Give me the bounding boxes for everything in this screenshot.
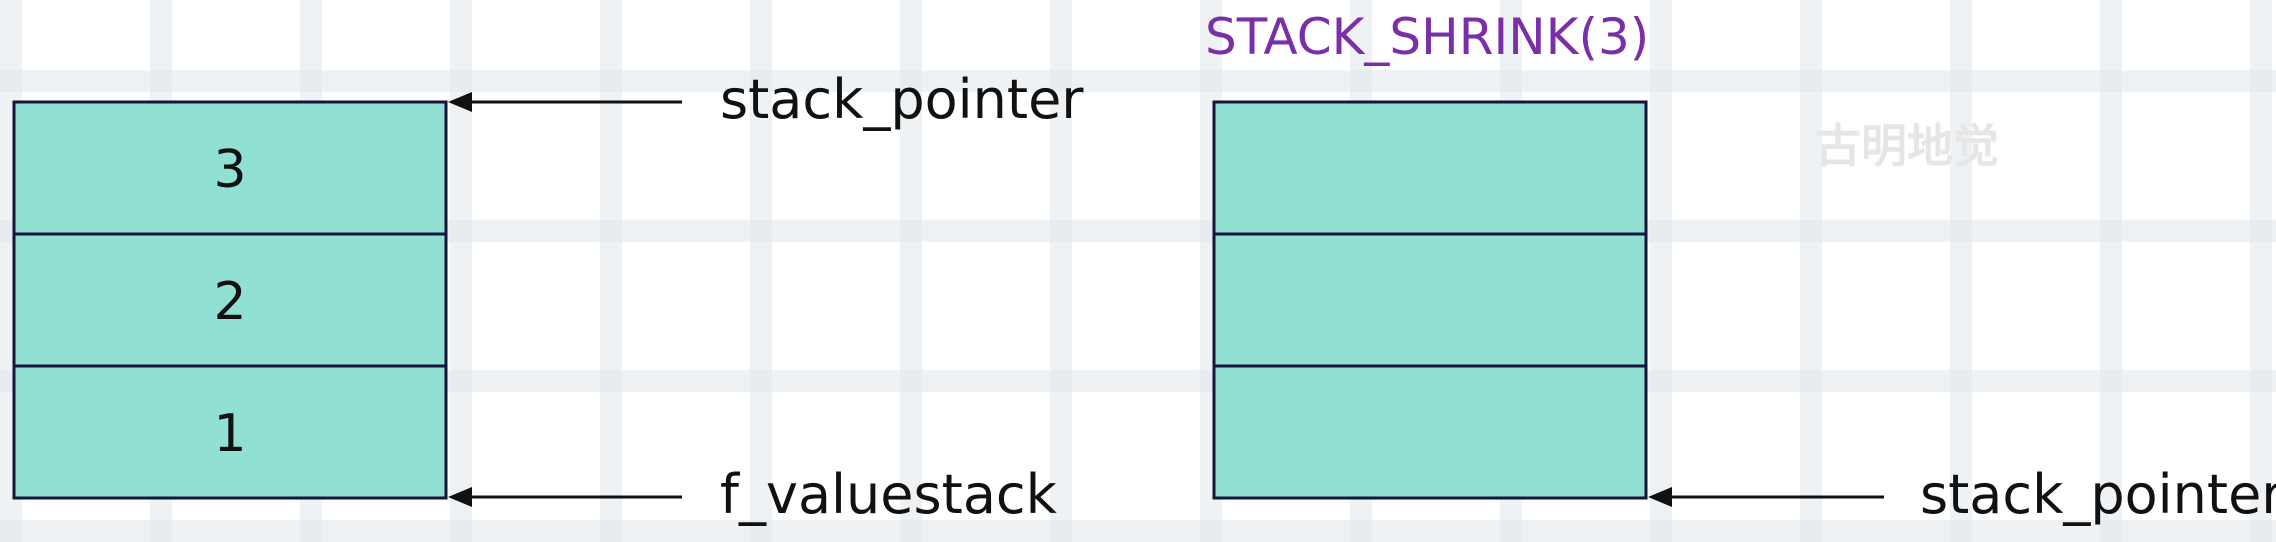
left-stack-cell-label: 3 (213, 140, 246, 200)
left-top-pointer-label: stack_pointer (720, 68, 1084, 131)
arrow-head-icon (448, 487, 472, 507)
left-stack-cell-bottom (12, 364, 448, 500)
left-stack-cell-middle (12, 232, 448, 368)
right-stack-cell-bottom (1212, 364, 1648, 500)
right-stack-title: STACK_SHRINK(3) (1205, 8, 1649, 66)
left-stack-cell-label: 1 (213, 404, 246, 464)
left-top-pointer-arrow (448, 92, 682, 112)
left-bottom-pointer-label: f_valuestack (720, 463, 1058, 526)
right-stack-cell-middle (1212, 232, 1648, 368)
left-bottom-pointer-arrow (448, 487, 682, 507)
right-stack (1212, 100, 1648, 500)
left-stack: 3 2 1 (12, 100, 448, 500)
left-stack-cell-top (12, 100, 448, 236)
arrow-head-icon (448, 92, 472, 112)
left-stack-cell-label: 2 (213, 272, 246, 332)
arrow-head-icon (1648, 487, 1672, 507)
right-stack-cell-top (1212, 100, 1648, 236)
right-bottom-pointer-label: stack_pointer (1920, 463, 2276, 526)
right-bottom-pointer-arrow (1648, 487, 1884, 507)
watermark-text: 古明地觉 (1815, 119, 1999, 173)
